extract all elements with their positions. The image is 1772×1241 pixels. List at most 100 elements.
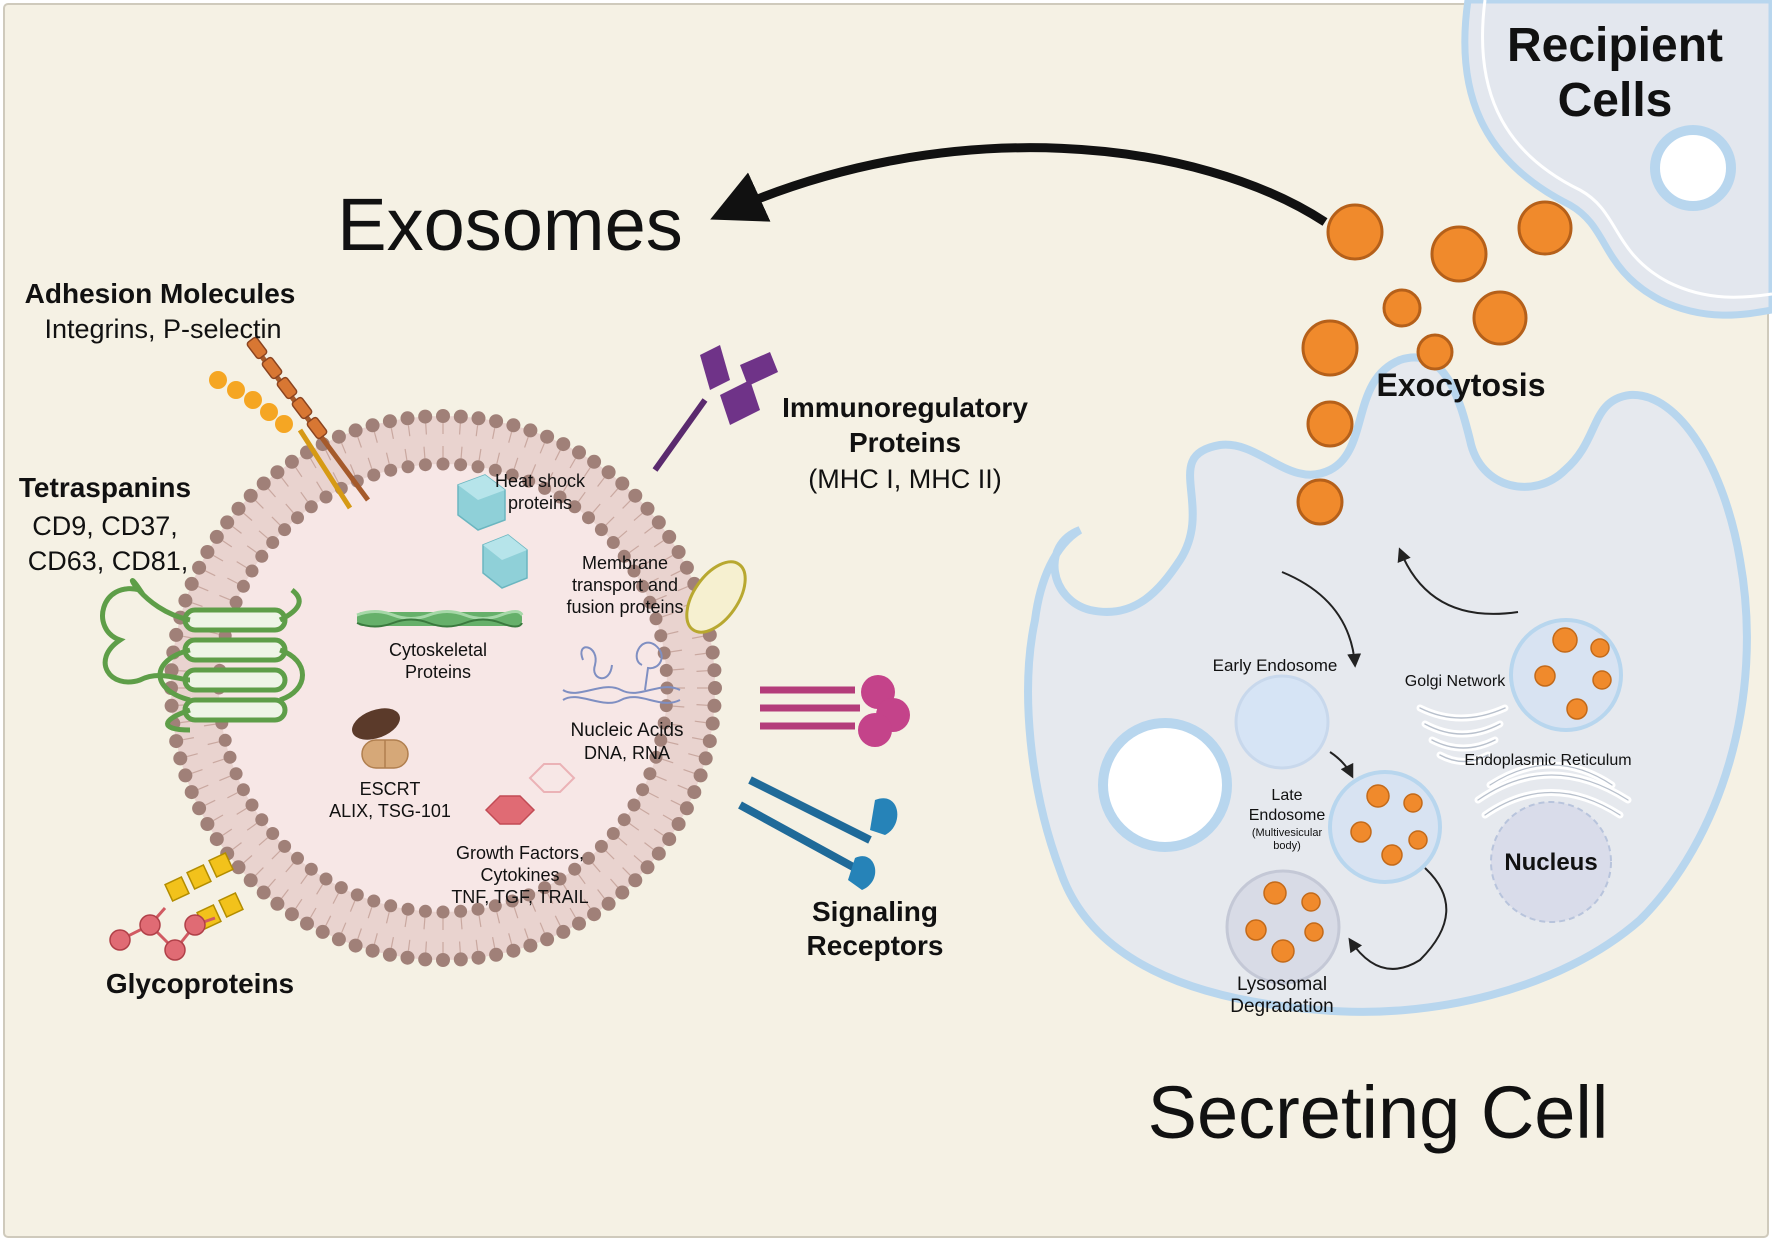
lipid-tail bbox=[475, 939, 479, 951]
lipid-tail bbox=[524, 436, 529, 448]
lipid-head bbox=[209, 832, 224, 847]
lipid-tail bbox=[460, 917, 463, 930]
lipid-tail bbox=[390, 427, 394, 440]
lipid-tail bbox=[672, 705, 685, 708]
glycoproteins-label: Glycoproteins bbox=[106, 968, 294, 999]
lipid-tail bbox=[622, 500, 631, 509]
lipid-tail bbox=[459, 941, 461, 953]
lipid-tail bbox=[569, 907, 577, 918]
lipid-tail bbox=[390, 936, 394, 949]
lipid-tail bbox=[407, 939, 411, 951]
lipid-tail bbox=[694, 720, 706, 724]
lipid-tail bbox=[605, 516, 615, 526]
lipid-head bbox=[348, 938, 363, 953]
lipid-head bbox=[594, 523, 608, 537]
lipid-head bbox=[505, 468, 519, 482]
lipid-head bbox=[707, 663, 722, 678]
recipient-vacuole bbox=[1650, 125, 1736, 211]
lipid-tail bbox=[492, 936, 496, 949]
lipid-head bbox=[319, 490, 333, 504]
membrane-transport-protein bbox=[685, 560, 747, 634]
lipid-head bbox=[278, 523, 292, 537]
lipid-head bbox=[671, 817, 686, 831]
cytoskeletal-line2: Proteins bbox=[405, 662, 471, 682]
lipid-tail bbox=[530, 900, 537, 912]
lipid-tail bbox=[243, 512, 253, 521]
lipid-tail bbox=[385, 911, 390, 924]
signaling-line1: Signaling bbox=[812, 896, 938, 927]
lipid-tail bbox=[243, 855, 253, 864]
lipid-head bbox=[243, 873, 258, 888]
lipid-head bbox=[436, 457, 450, 471]
nucleic-acid-strands bbox=[562, 641, 681, 704]
lipid-tail bbox=[670, 723, 683, 727]
lipid-tail bbox=[258, 837, 269, 846]
immunoregulatory-detail: (MHC I, MHC II) bbox=[808, 464, 1001, 494]
lipid-tail bbox=[325, 450, 332, 461]
lipid-head bbox=[315, 924, 330, 939]
lipid-head bbox=[245, 564, 259, 578]
lipid-head bbox=[229, 767, 243, 781]
lipid-head bbox=[582, 851, 595, 865]
lipid-tail bbox=[508, 431, 513, 443]
cytoskeletal-line1: Cytoskeletal bbox=[389, 640, 487, 660]
lipid-tail bbox=[578, 874, 586, 885]
lipid-head bbox=[643, 595, 657, 609]
lipid-tail bbox=[639, 561, 650, 569]
lipid-tail bbox=[554, 915, 561, 926]
lipid-tail bbox=[633, 512, 643, 521]
lipid-head bbox=[471, 460, 485, 474]
lipid-head bbox=[489, 947, 504, 962]
lipid-head bbox=[540, 429, 555, 444]
lipid-tail bbox=[213, 554, 224, 562]
lipid-tail bbox=[309, 907, 317, 918]
adhesion-detail: Integrins, P-selectin bbox=[44, 314, 281, 344]
growth-factors-line3: TNF, TGF, TRAIL bbox=[451, 887, 588, 907]
lipid-head bbox=[350, 888, 364, 902]
lipid-head bbox=[365, 418, 380, 433]
lipid-tail bbox=[227, 792, 238, 799]
lipid-tail bbox=[357, 928, 362, 940]
lipid-head bbox=[266, 827, 280, 840]
lipid-head bbox=[209, 529, 224, 544]
lipid-head bbox=[192, 801, 207, 816]
lipid-tail bbox=[309, 458, 317, 469]
lipid-head bbox=[594, 839, 608, 853]
lipid-tails bbox=[178, 423, 708, 953]
lipid-head bbox=[200, 817, 215, 831]
lipid-head bbox=[662, 529, 677, 544]
lipid-head bbox=[453, 952, 468, 967]
lipid-tail bbox=[513, 907, 519, 919]
lipid-head bbox=[659, 699, 673, 713]
lipid-tail bbox=[222, 828, 233, 836]
lipid-head bbox=[255, 813, 269, 827]
lipid-tail bbox=[622, 867, 631, 876]
lipid-head bbox=[679, 560, 694, 575]
lipid-tail bbox=[666, 630, 679, 635]
tetraspanins-line1: CD9, CD37, bbox=[32, 511, 178, 541]
escrt-title: ESCRT bbox=[360, 779, 421, 799]
lipid-tail bbox=[180, 720, 192, 724]
lipid-head bbox=[184, 785, 199, 800]
lipid-head bbox=[654, 629, 668, 643]
heat-shock-line2: proteins bbox=[508, 493, 572, 513]
lipid-tail bbox=[644, 526, 654, 534]
early-endosome-label: Early Endosome bbox=[1213, 656, 1338, 675]
cell-vacuole bbox=[1098, 718, 1232, 852]
nucleus-label: Nucleus bbox=[1504, 849, 1597, 876]
lipid-tail bbox=[666, 741, 679, 746]
lipid-head bbox=[418, 458, 432, 472]
lipid-tail bbox=[349, 900, 356, 912]
late-endosome-line1: Late bbox=[1271, 787, 1302, 804]
golgi-label: Golgi Network bbox=[1405, 673, 1506, 690]
lipid-head bbox=[367, 468, 381, 482]
lipid-head bbox=[553, 490, 567, 504]
lipid-tail bbox=[655, 775, 667, 782]
lipid-head bbox=[231, 501, 246, 516]
lipid-tail bbox=[569, 458, 577, 469]
lipid-head bbox=[538, 881, 552, 895]
lipid-tail bbox=[236, 807, 247, 815]
lipid-tail bbox=[285, 503, 294, 514]
lipid-head bbox=[453, 409, 468, 424]
